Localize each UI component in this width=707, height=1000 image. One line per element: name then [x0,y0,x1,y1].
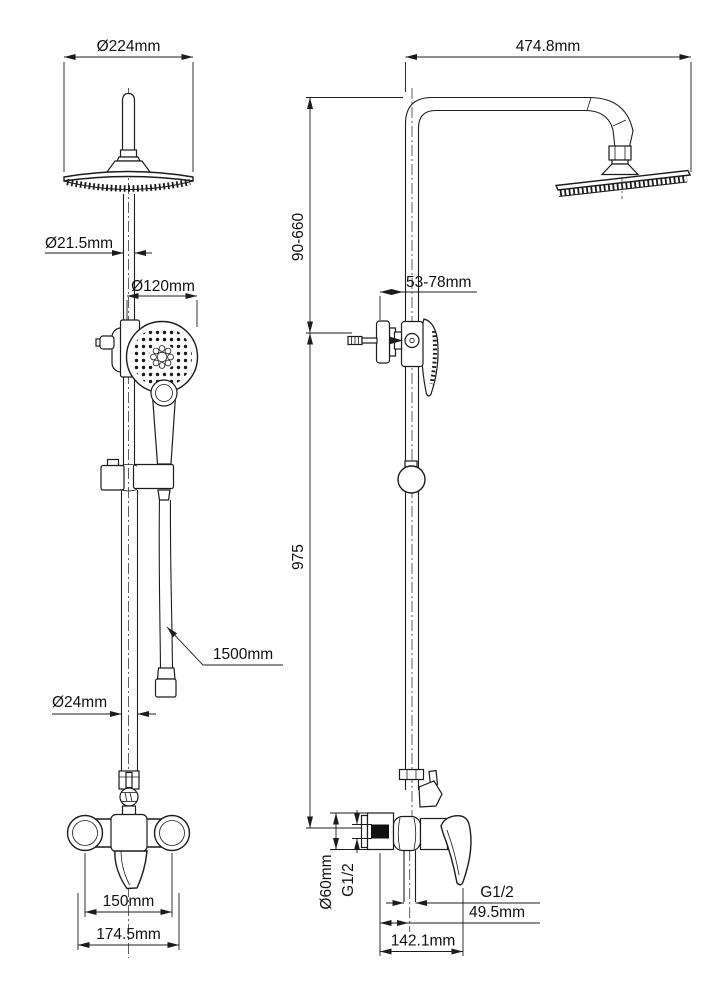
column-and-arm-side [404,96,634,790]
inlet-union-solid [371,824,389,839]
dim-valve-width-label: 174.5mm [96,926,161,943]
dim-pipe-upper-diameter: Ø21.5mm [45,235,152,256]
dim-bracket-distance-label: 53-78mm [406,274,471,291]
dim-valve-depth-label: 142.1mm [391,933,456,950]
side-view: 474.8mm 90-660 975 53-78mm [290,38,692,956]
dim-escutcheon-label: Ø60mm [318,854,335,909]
dim-arm-reach-label: 474.8mm [516,38,581,55]
rain-shower-head-front [63,92,194,192]
dim-valve-depth: 142.1mm [379,853,464,956]
valve-handle-side [440,814,472,886]
column-connector-front [118,770,140,820]
anchor-screw [361,337,378,344]
slider-knob-side [397,460,426,494]
mixer-valve-side [360,812,472,902]
dim-valve-spacing-label: 150mm [103,893,155,910]
hand-shower-mode-button [150,379,178,407]
dim-head-diameter: Ø224mm [63,38,194,172]
dim-column-height-label: 975 [290,544,307,570]
screw-tip-arrow [389,336,403,345]
slider-clamp-front [100,458,175,501]
dim-hose-length: 1500mm [166,626,283,666]
front-view: Ø224mm Ø21.5mm Ø120mm [45,38,283,958]
arm-nut [608,145,632,161]
dim-valve-overall-width: 174.5mm [77,893,180,950]
dim-bracket-height-label: 90-660 [290,212,307,261]
dim-valve-hole-spacing: 150mm [84,853,173,917]
dim-hose-length-label: 1500mm [213,646,273,663]
riser-pipe-lower-front [120,490,139,771]
dim-outlet-thread: G1/2 [386,884,540,906]
dim-bracket-wall-distance: 53-78mm [379,274,477,320]
dim-inlet-thread-label: G1/2 [340,863,357,897]
dim-pipe-lower-diameter: Ø24mm [52,694,156,717]
column-connector-side [398,768,443,808]
dim-head-diameter-label: Ø224mm [97,38,161,55]
dim-pipe-upper-label: Ø21.5mm [45,235,113,252]
wall-bracket-side [347,318,439,397]
dim-outlet-offset-label: 49.5mm [469,904,525,921]
shower-hose [154,499,177,698]
hand-shower-front [125,320,199,465]
dim-inlet-thread: G1/2 [340,810,372,897]
dim-arm-reach: 474.8mm [405,38,692,172]
mixer-valve-front [66,813,191,890]
rain-shower-head-side [554,145,692,199]
hose-connector [157,489,171,501]
dim-escutcheon-diameter: Ø60mm [318,812,368,910]
dim-hand-shower-label: Ø120mm [131,278,195,295]
dim-outlet-offset: 49.5mm [380,904,540,926]
outlet-elbow-side [418,780,443,808]
dim-pipe-lower-label: Ø24mm [52,694,107,711]
bracket-pivot [404,332,420,349]
diverter-knob-front [119,787,139,807]
valve-handle-front [114,850,148,890]
dim-outlet-thread-label: G1/2 [480,884,514,901]
dim-vertical-ranges: 90-660 975 [290,97,403,829]
